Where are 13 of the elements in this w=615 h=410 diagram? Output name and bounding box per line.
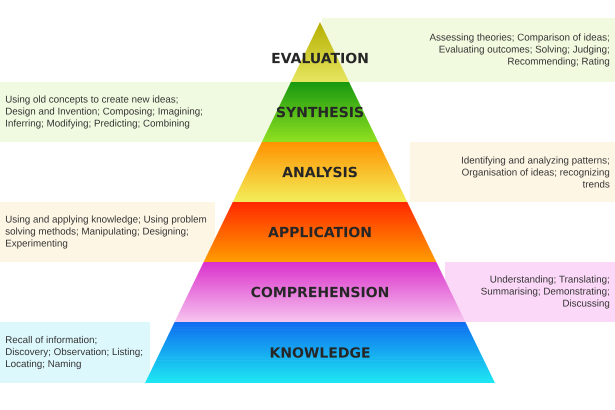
pyramid-level: SYNTHESIS [262,82,378,142]
node-label: COMPREHENSION [251,286,388,298]
pyramid-level: ANALYSIS [232,142,408,202]
pyramid-level: KNOWLEDGE [145,322,495,383]
node-label: ANALYSIS [282,166,357,178]
description-band: Recall of information; Discovery; Observation; Listing; Locating; Naming [0,322,150,383]
node-label: SYNTHESIS [276,106,364,118]
description-band: Using and applying knowledge; Using problem solving methods; Manipulating; Designing; Experimenting [0,202,215,262]
description-band: Identifying and analyzing patterns; Organisation of ideas; recognizing trends [410,142,615,202]
description-band: Understanding; Translating; Summarising; Demonstrating; Discussing [445,262,615,322]
pyramid-level: COMPREHENSION [174,262,466,322]
node-label: APPLICATION [268,226,371,238]
node-label: KNOWLEDGE [270,347,370,358]
